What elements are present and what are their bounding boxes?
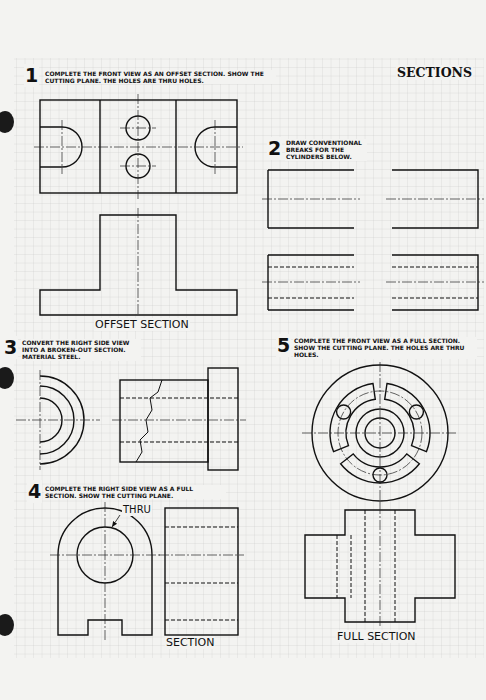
instruction-note: COMPLETE THE RIGHT SIDE VIEW AS A FULL S… xyxy=(44,485,226,499)
punch-holes xyxy=(0,111,14,636)
problem-4-front-view xyxy=(50,502,160,642)
instruction-note: DRAW CONVENTIONAL BREAKS FOR THE CYLINDE… xyxy=(285,139,367,161)
view-caption: FULL SECTION xyxy=(336,630,417,643)
callout-number: 1 xyxy=(24,64,39,87)
view-caption: OFFSET SECTION xyxy=(94,318,190,331)
ring-slot xyxy=(385,384,430,452)
callout-number: 5 xyxy=(276,334,291,357)
callout-text: THRU xyxy=(122,504,152,516)
problem-2-cylinders xyxy=(262,170,484,310)
ring-slot xyxy=(330,384,375,452)
sheet-title: SECTIONS xyxy=(396,65,473,80)
ring-slot xyxy=(341,454,420,483)
view-caption: SECTION xyxy=(165,636,215,649)
problem-5-top-view xyxy=(302,362,458,505)
callout-number: 2 xyxy=(267,137,282,160)
instruction-note: COMPLETE THE FRONT VIEW AS AN OFFSET SEC… xyxy=(44,70,276,84)
callout-number: 4 xyxy=(27,480,42,503)
problem-3-left-view xyxy=(16,370,100,470)
grid-paper xyxy=(14,58,484,658)
problem-5-front-view xyxy=(305,504,455,626)
instruction-note: CONVERT THE RIGHT SIDE VIEW INTO A BROKE… xyxy=(21,339,141,361)
problem-1-front-view xyxy=(40,208,237,315)
problem-4-right-view xyxy=(159,508,244,635)
callout-number: 3 xyxy=(3,336,18,359)
problem-3-right-view xyxy=(112,368,246,470)
instruction-note: COMPLETE THE FRONT VIEW AS A FULL SECTIO… xyxy=(293,337,477,359)
problem-1-top-view xyxy=(34,94,243,199)
